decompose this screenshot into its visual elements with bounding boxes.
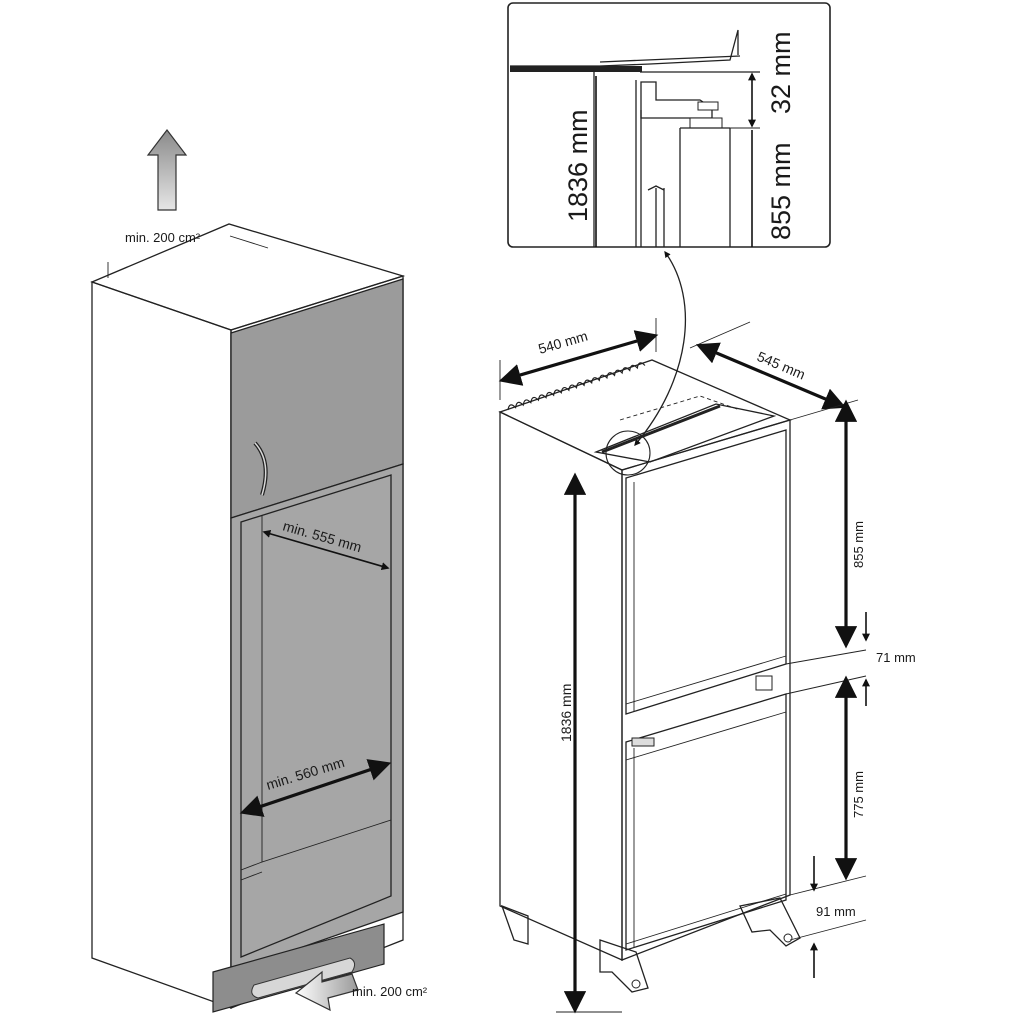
detail-height-label: 1836 mm (563, 109, 593, 222)
fridge: 540 mm 545 mm 1836 mm 855 mm 71 mm 775 m… (498, 318, 916, 1014)
cabinet-left-side (91, 281, 232, 1009)
depth-dimension (695, 342, 847, 410)
fridge-foot-front (599, 939, 649, 993)
width-dimension (498, 330, 659, 386)
detail-frame (507, 2, 831, 248)
inner-depth-dimension (262, 529, 390, 571)
fridge-upper-door (625, 429, 787, 715)
width-label: 540 mm (536, 328, 589, 357)
top-vent-label: min. 200 cm² (125, 230, 201, 245)
fridge-lower-door (625, 693, 787, 951)
detail-gap-label: 32 mm (766, 31, 796, 114)
middle-gap-label: 71 mm (876, 650, 916, 665)
hinge-detail-circle (605, 430, 651, 476)
fridge-top (498, 359, 792, 471)
cabinet-opening-frame (230, 463, 404, 973)
detail-door-label: 855 mm (766, 142, 796, 240)
upper-door-label: 855 mm (851, 521, 866, 568)
depth-label: 545 mm (755, 348, 808, 382)
bottom-gap-label: 91 mm (816, 904, 856, 919)
height-label: 1836 mm (558, 684, 574, 742)
top-vent-arrow-icon (146, 129, 188, 211)
plinth-vent-grille (251, 957, 356, 999)
bottom-vent-label: min. 200 cm² (352, 984, 428, 999)
fridge-foot-left (500, 904, 529, 945)
cabinet: min. 200 cm² min. 555 mm min. 560 mm min… (90, 129, 428, 1013)
fridge-foot-right (739, 897, 801, 947)
lower-door-label: 775 mm (851, 771, 866, 818)
inner-width-dimension (239, 759, 392, 817)
detail-inset: 1836 mm 32 mm 855 mm (507, 2, 831, 446)
detail-leader-arrow (634, 250, 687, 446)
bottom-vent-arrow-icon (294, 970, 359, 1012)
